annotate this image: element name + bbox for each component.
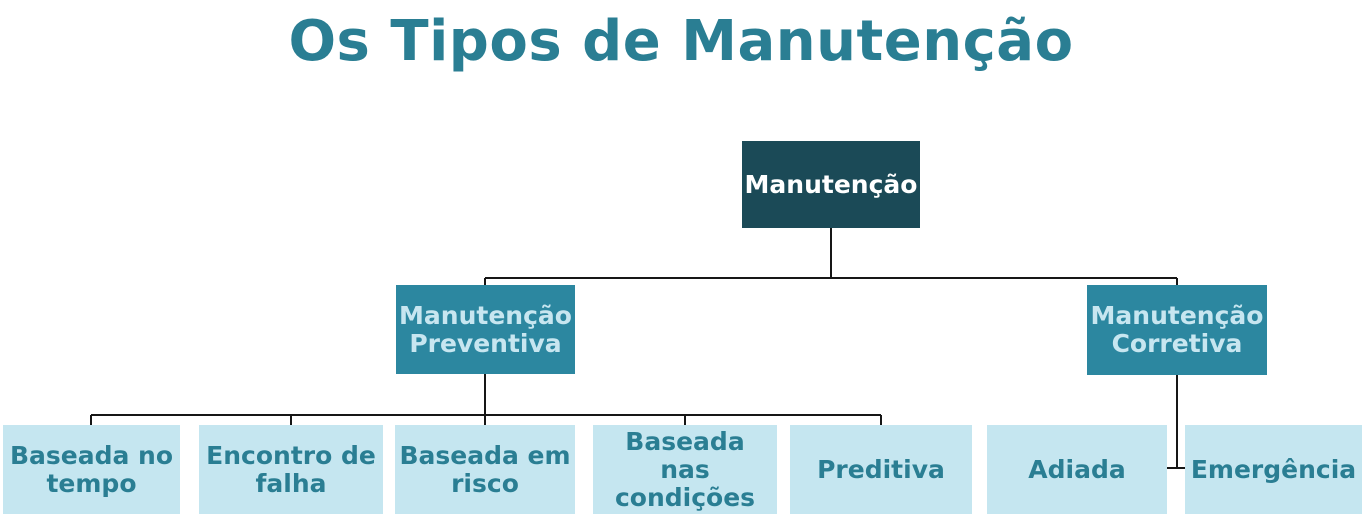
node-adiada: Adiada: [987, 425, 1167, 514]
node-baseada-nas-condicoes: Baseada nas condições: [593, 425, 777, 514]
node-manutencao: Manutenção: [742, 141, 920, 228]
node-encontro-de-falha: Encontro de falha: [199, 425, 383, 514]
page-title: Os Tipos de Manutenção: [288, 9, 1074, 74]
node-manutencao-corretiva: Manutenção Corretiva: [1087, 285, 1267, 375]
node-baseada-no-tempo: Baseada no tempo: [3, 425, 180, 514]
node-manutencao-preventiva: Manutenção Preventiva: [396, 285, 575, 374]
node-emergencia: Emergência: [1185, 425, 1362, 514]
node-preditiva: Preditiva: [790, 425, 972, 514]
node-baseada-em-risco: Baseada em risco: [395, 425, 575, 514]
